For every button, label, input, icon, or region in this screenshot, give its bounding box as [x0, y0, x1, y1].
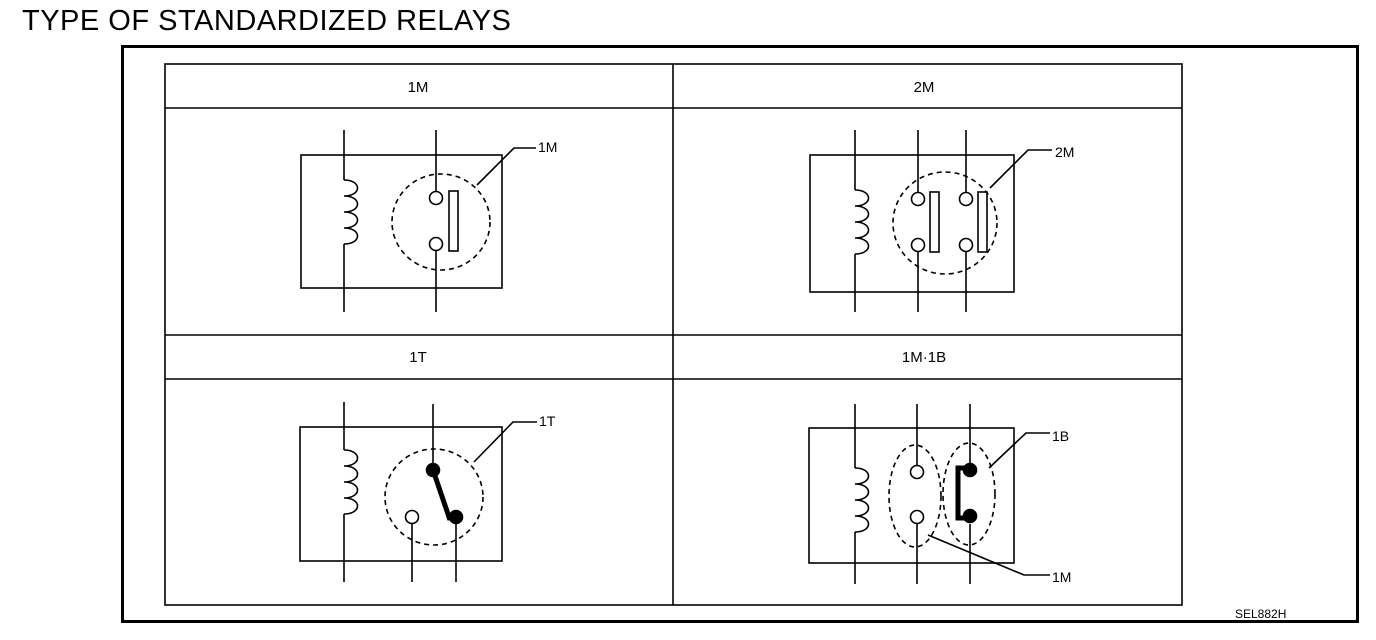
transfer-arm — [430, 469, 453, 521]
terminal-icon — [404, 509, 420, 525]
page-title: TYPE OF STANDARDIZED RELAYS — [22, 5, 512, 37]
header-2m: 2M — [914, 79, 935, 96]
header-1t: 1T — [409, 349, 427, 366]
terminal-icon — [428, 236, 444, 252]
terminal-icon — [962, 462, 978, 478]
coil-icon — [854, 189, 870, 255]
make-contact-bar — [929, 191, 940, 253]
terminal-icon — [448, 509, 464, 525]
header-1m: 1M — [408, 79, 429, 96]
make-contact-ellipse — [888, 444, 942, 548]
terminal-icon — [962, 508, 978, 524]
diagram-frame — [121, 45, 1359, 623]
break-contact-ellipse — [942, 442, 996, 546]
label-1t: 1T — [539, 413, 556, 429]
label-1m: 1M — [538, 139, 557, 155]
terminal-icon — [909, 509, 925, 525]
leader-line — [476, 147, 536, 186]
coil-icon — [343, 179, 359, 245]
table-grid — [164, 63, 1183, 606]
coil-icon — [854, 467, 870, 533]
terminal-icon — [958, 237, 974, 253]
terminal-icon — [425, 462, 441, 478]
relay-1t: 1T — [299, 402, 556, 582]
leader-line — [927, 534, 1050, 576]
relay-1m-box — [300, 154, 503, 289]
figure-code: SEL882H — [1235, 607, 1287, 621]
make-contact-bar — [448, 190, 459, 252]
terminal-icon — [910, 237, 926, 253]
leader-line — [473, 421, 537, 463]
terminal-icon — [958, 191, 974, 207]
relay-1t-box — [299, 426, 503, 562]
header-1m-1b: 1M·1B — [902, 349, 946, 366]
terminal-icon — [428, 190, 444, 206]
coil-icon — [343, 449, 359, 515]
relay-1m: 1M — [300, 130, 557, 312]
terminal-icon — [910, 191, 926, 207]
relay-2m-box — [809, 154, 1015, 293]
relay-1m-1b: 1B 1M — [808, 404, 1071, 585]
label-1b: 1B — [1052, 428, 1069, 444]
relay-1m-1b-box — [808, 427, 1015, 564]
make-contact-bar — [977, 191, 988, 253]
leader-line — [988, 432, 1050, 469]
terminal-icon — [909, 464, 925, 480]
contact-group-circle — [892, 171, 998, 275]
label-2m: 2M — [1055, 144, 1074, 160]
label-1m: 1M — [1052, 569, 1071, 585]
contact-group-circle — [391, 173, 491, 271]
leader-line — [989, 149, 1052, 189]
relay-2m: 2M — [809, 130, 1074, 312]
contact-group-circle — [384, 448, 484, 546]
